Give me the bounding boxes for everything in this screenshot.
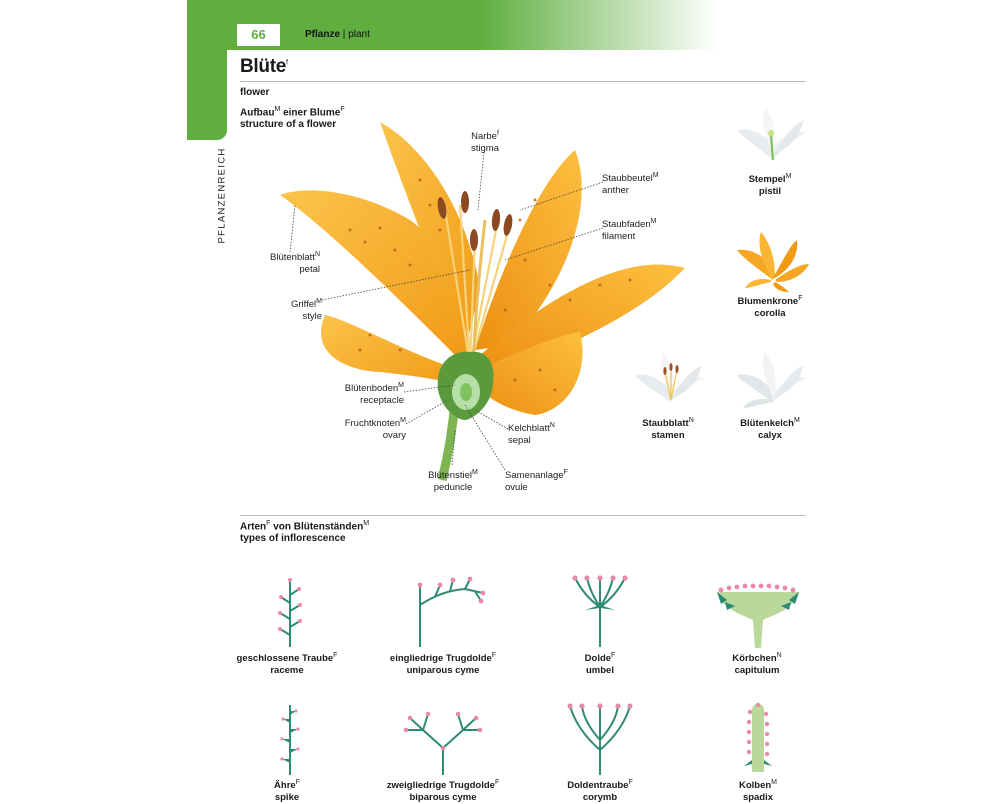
petal-upper — [380, 122, 480, 350]
raceme-icon — [278, 578, 302, 647]
lily-illustration — [280, 122, 685, 482]
inflorescence-heading: ArtenF von BlütenständenM types of inflo… — [240, 518, 369, 545]
calyx-thumbnail — [737, 352, 807, 408]
structure-heading: AufbauM einer BlumeF structure of a flow… — [240, 104, 345, 131]
petal-lower-left — [321, 315, 462, 385]
stamen-thumbnail — [635, 352, 705, 402]
pistil-thumbnail — [737, 107, 807, 161]
page-title: Blütef — [240, 56, 288, 78]
section-title-de: Pflanze — [305, 29, 341, 40]
petal-speckles — [348, 178, 632, 392]
capitulum-icon — [717, 583, 799, 648]
section-title: Pflanze | plant — [305, 29, 370, 40]
filaments — [443, 204, 512, 366]
spike-icon — [280, 705, 300, 775]
inflorescence-heading-en: types of inflorescence — [240, 533, 346, 545]
anthers — [437, 191, 513, 251]
page-title-text: Blüte — [240, 56, 287, 77]
structure-heading-en: structure of a flower — [240, 119, 337, 131]
page-subtitle: flower — [240, 87, 270, 98]
chapter-tab — [187, 0, 227, 140]
uniparous-cyme-icon — [417, 576, 486, 647]
page-title-gender: f — [286, 59, 288, 67]
corolla-thumbnail — [737, 232, 809, 292]
structure-heading-de: AufbauM einer BlumeF — [240, 106, 345, 119]
page-number: 66 — [237, 24, 280, 46]
petal-lower-right — [475, 332, 583, 415]
section-separator: | — [342, 29, 346, 40]
biparous-cyme-icon — [403, 711, 483, 775]
ovule-shape — [460, 383, 472, 401]
title-rule — [240, 81, 806, 82]
inflorescence-heading-de: ArtenF von BlütenständenM — [240, 520, 370, 533]
spadix-icon — [744, 702, 772, 772]
section-title-en: plant — [348, 29, 370, 40]
inflorescence-rule — [240, 515, 806, 516]
umbel-icon — [572, 575, 628, 647]
corymb-icon — [567, 703, 633, 775]
petal-upper-right — [475, 150, 582, 350]
